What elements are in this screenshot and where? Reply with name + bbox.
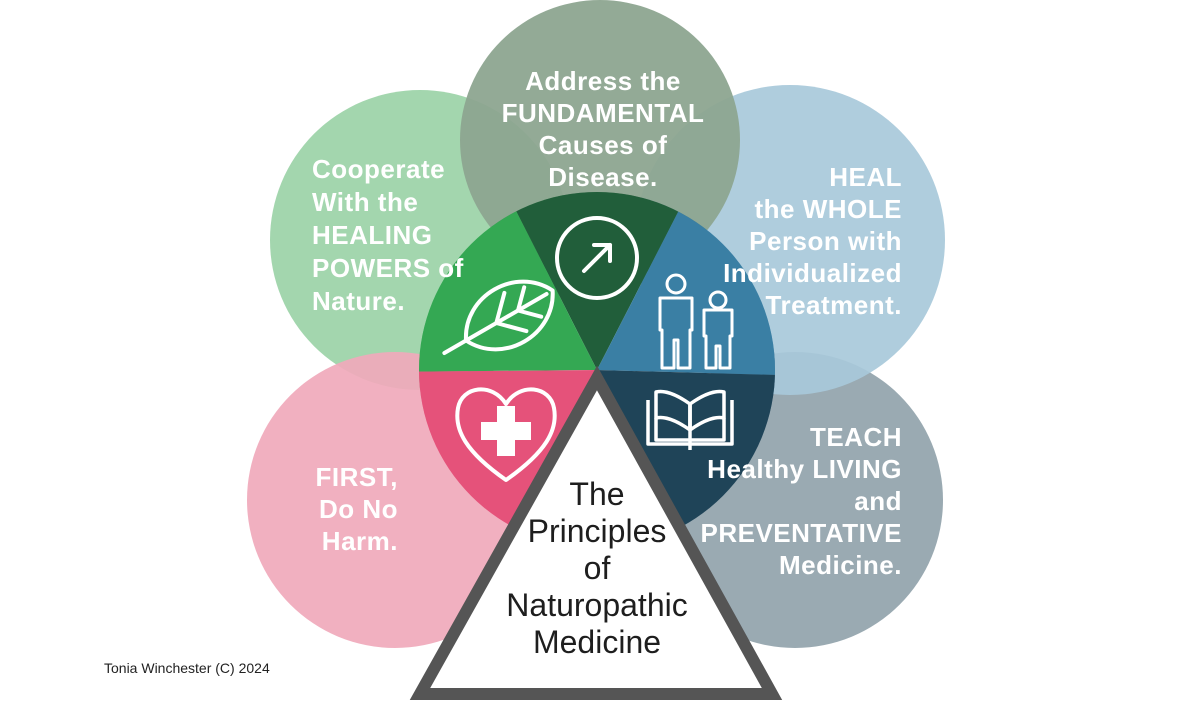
text-line: With the [312,187,418,217]
text-line: Treatment. [766,290,903,320]
text-line: the WHOLE [755,194,903,224]
text-line: POWERS of [312,253,464,283]
book-icon [646,389,734,450]
text-line: Medicine. [779,550,902,580]
text-line: Principles [528,513,667,549]
text-line: Do No [319,494,398,524]
text-line: PREVENTATIVE [700,518,902,548]
text-line: and [854,486,902,516]
text-line: Individualized [723,258,902,288]
text-line: Harm. [322,526,398,556]
text-line: HEALING [312,220,433,250]
leaf-icon [442,279,555,355]
text-line: Cooperate [312,154,445,184]
text-line: HEAL [829,162,902,192]
text-line: FUNDAMENTAL [502,98,705,128]
heart-cross-icon [455,387,557,482]
text-line: Causes of [539,130,668,160]
center-triangle [409,365,783,700]
text-line: Person with [749,226,902,256]
credit-text: Tonia Winchester (C) 2024 [104,660,270,676]
text-line: Address the [525,66,681,96]
text-line: The [569,476,624,512]
arrow-circle-icon [555,216,639,300]
text-line: Nature. [312,286,405,316]
text-line: of [584,550,611,586]
people-icon [658,273,734,370]
text-line: Naturopathic [506,587,687,623]
text-line: Healthy LIVING [707,454,902,484]
text-line: Medicine [533,624,661,660]
text-line: TEACH [810,422,902,452]
text-line: Disease. [548,162,658,192]
text-line: FIRST, [316,462,398,492]
